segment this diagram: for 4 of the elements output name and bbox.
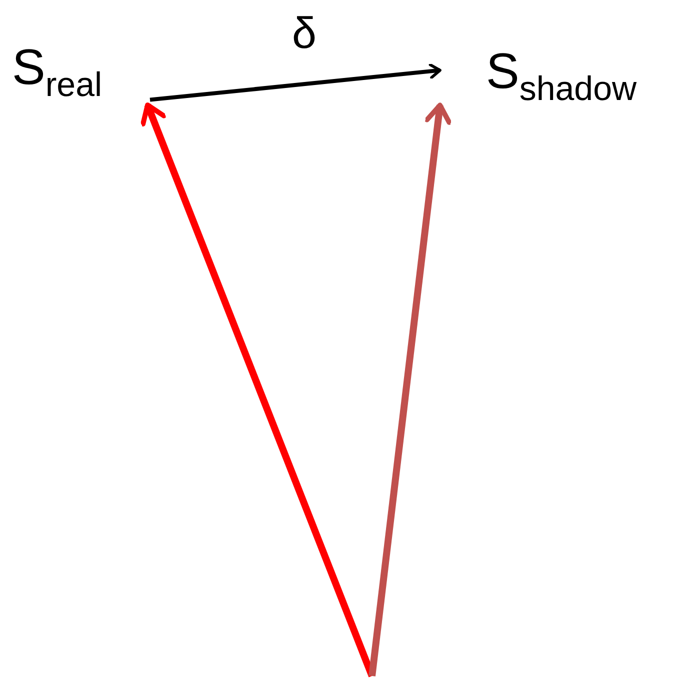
arrow: [150, 63, 442, 102]
arrow: [368, 102, 452, 676]
symbol-label: S$_{real}$: [12, 42, 102, 102]
symbol-label: S$_{shadow}$: [486, 46, 637, 106]
